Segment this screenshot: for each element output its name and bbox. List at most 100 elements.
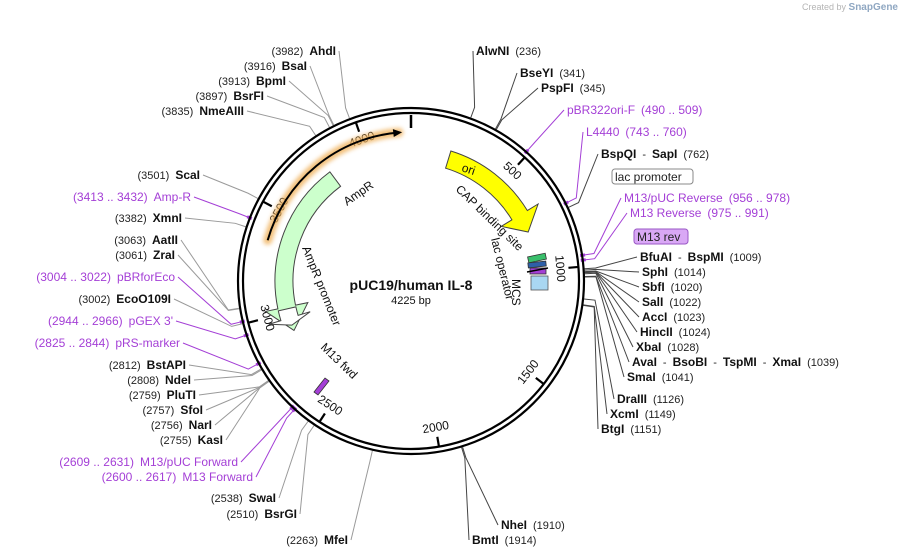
cap-binding-site-box[interactable] — [527, 252, 547, 264]
site-label-nmeaiii[interactable]: (3835)NmeAIII — [162, 104, 244, 118]
ori-feature-arrow[interactable] — [444, 150, 540, 233]
site-label-scai[interactable]: (3501)ScaI — [138, 168, 200, 182]
site-label-zrai[interactable]: (3061)ZraI — [115, 248, 175, 262]
leader-line — [495, 87, 539, 130]
site-name: pBRforEco — [117, 270, 175, 284]
site-label-sphi[interactable]: SphI(1014) — [642, 265, 706, 279]
site-label-nari[interactable]: (2756)NarI — [151, 418, 212, 432]
site-label-pluti[interactable]: (2759)PluTI — [129, 388, 196, 402]
site-label-l4440[interactable]: L4440(743 .. 760) — [586, 125, 687, 139]
site-label-hincii[interactable]: HincII(1024) — [640, 325, 710, 339]
site-label-nhei[interactable]: NheI(1910) — [501, 518, 565, 532]
site-label-sbfi[interactable]: SbfI(1020) — [642, 280, 702, 294]
site-label-sali[interactable]: SalI(1022) — [642, 295, 701, 309]
site-label-bseyi[interactable]: BseYI(341) — [520, 66, 585, 80]
site-label-xmni[interactable]: (3382)XmnI — [115, 211, 182, 225]
site-position: (3063) — [114, 235, 146, 247]
lac-promoter-tag[interactable] — [611, 168, 694, 185]
site-label-sfoi[interactable]: (2757) SfoI — [143, 403, 203, 417]
mcs-divider-line — [526, 267, 549, 273]
site-name: PspFI — [541, 81, 574, 95]
site-label-kasi[interactable]: (2755)KasI — [160, 433, 223, 447]
site-label-bpmi[interactable]: (3913)BpmI — [218, 74, 286, 88]
lac-operator-box[interactable] — [527, 260, 547, 269]
site-label-xbai[interactable]: XbaI(1028) — [636, 340, 699, 354]
tick-label: 1500 — [514, 357, 542, 387]
site-name: XmnI — [153, 211, 182, 225]
site-label-alwni[interactable]: AlwNI(236) — [476, 44, 541, 58]
site-label-pbr322ori[interactable]: pBR322ori-F(490 .. 509) — [567, 103, 702, 117]
site-label-m13reverse[interactable]: M13 Reverse(975 .. 991) — [630, 206, 769, 220]
site-label-draiii[interactable]: DraIII (1126) — [617, 392, 684, 406]
leader-line — [583, 212, 628, 261]
leader-line — [470, 50, 476, 118]
site-label-ndei[interactable]: (2808) NdeI — [127, 373, 191, 387]
plasmid-length: 4225 bp — [391, 295, 431, 307]
site-name: KasI — [198, 433, 223, 447]
leader-line — [309, 65, 335, 126]
site-position: (2759) — [129, 390, 161, 402]
tick-mark — [247, 319, 259, 324]
site-name: NdeI — [165, 373, 191, 387]
site-name: SfoI — [180, 403, 203, 417]
site-position: (341) — [559, 68, 585, 80]
site-position: (3835) — [162, 106, 194, 118]
site-label-smai[interactable]: SmaI(1041) — [627, 370, 693, 384]
m13-fwd-arrow[interactable] — [313, 377, 330, 396]
site-label-m13puc-rev[interactable]: M13/pUC Reverse(956 .. 978) — [624, 191, 790, 205]
leader-line — [299, 425, 315, 515]
site-label-pgex3[interactable]: (2944 .. 2966)pGEX 3' — [48, 314, 173, 328]
site-label-eco0109i[interactable]: (3002)EcoO109I — [79, 292, 172, 306]
site-label-bstapi[interactable]: (2812)BstAPI — [109, 358, 186, 372]
site-label-pspfi[interactable]: PspFI(345) — [541, 81, 605, 95]
site-position: (1126) — [653, 394, 684, 406]
site-label-mfei[interactable]: (2263)MfeI — [286, 533, 348, 547]
leader-line — [584, 276, 625, 378]
leader-line — [225, 381, 270, 441]
site-name: BspQI — [601, 147, 636, 161]
ampr-promoter-arrow[interactable] — [268, 306, 311, 326]
mcs-box[interactable] — [530, 275, 549, 291]
leader-line — [240, 407, 293, 463]
site-label-ampr-primer[interactable]: (3413 .. 3432)Amp-R — [73, 190, 191, 204]
site-label-prs-marker[interactable]: (2825 .. 2844)pRS-marker — [35, 336, 180, 350]
site-label-bmti[interactable]: BmtI(1914) — [472, 533, 536, 547]
site-label-ahdi[interactable]: (3982)AhdI — [272, 44, 336, 58]
tick-mark — [262, 200, 273, 208]
site-label-m13forward[interactable]: (2600 .. 2617)M13 Forward — [102, 470, 253, 484]
site-label-pbrforeco[interactable]: (3004 .. 3022)pBRforEco — [36, 270, 175, 284]
site-label-aatii[interactable]: (3063)AatII — [114, 233, 178, 247]
site-name: SbfI — [642, 280, 665, 294]
tick-label: 1000 — [552, 255, 568, 283]
site-name: DraIII — [617, 392, 647, 406]
site-label-bsrfi[interactable]: (3897)BsrFI — [196, 89, 264, 103]
site-label-xcmi[interactable]: XcmI(1149) — [610, 407, 676, 421]
backbone-outer-strand — [236, 106, 586, 456]
site-label-swai[interactable]: (2538)SwaI — [211, 491, 276, 505]
site-name: BtgI — [601, 422, 624, 436]
site-label-bsrgi[interactable]: (2510)BsrGI — [227, 507, 297, 521]
site-label-bsai[interactable]: (3916)BsaI — [244, 59, 307, 73]
leader-line — [338, 50, 350, 119]
site-label-bfuai[interactable]: BfuAI-BspMI(1009) — [640, 250, 761, 264]
site-position: (3002) — [79, 294, 111, 306]
site-label-acci[interactable]: AccI(1023) — [642, 310, 705, 324]
site-label-avai[interactable]: AvaI-BsoBI-TspMI-XmaI(1039) — [632, 355, 839, 369]
site-label-m13puc-fwd[interactable]: (2609 .. 2631)M13/pUC Forward — [59, 455, 238, 469]
site-name: ScaI — [175, 168, 200, 182]
site-position: (2757) — [143, 405, 175, 417]
site-label-btgi[interactable]: BtgI(1151) — [601, 422, 661, 436]
site-name: BsrGI — [264, 507, 297, 521]
site-name: BfuAI — [640, 250, 672, 264]
ampr-feature-arrow[interactable] — [264, 171, 342, 332]
tick-mark — [517, 156, 526, 166]
site-name: (956 .. 978) — [729, 191, 790, 205]
mcs-feature-cluster[interactable] — [526, 252, 549, 291]
leader-line — [584, 298, 615, 400]
leader-line — [582, 197, 622, 256]
site-name: HincII — [640, 325, 673, 339]
site-label-bspqi[interactable]: BspQI-SapI(762) — [601, 147, 709, 161]
site-position: (3913) — [218, 76, 250, 88]
site-position: (2808) — [127, 375, 159, 387]
m13-rev-tag[interactable] — [633, 228, 689, 245]
